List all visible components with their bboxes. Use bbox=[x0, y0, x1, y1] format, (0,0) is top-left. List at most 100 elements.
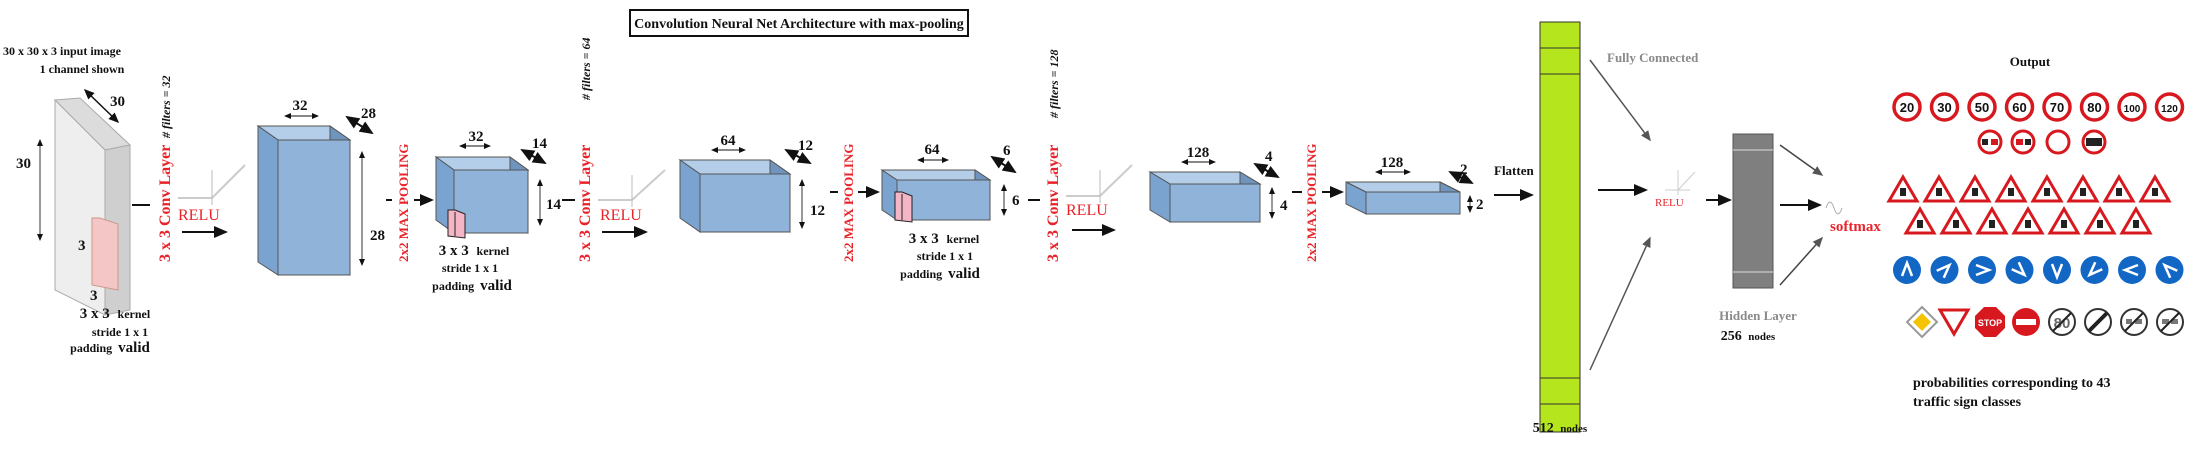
pool-layer-3: 2x2 MAX POOLING bbox=[1292, 144, 1344, 262]
no-passing-sign-icon bbox=[1977, 129, 2003, 155]
warning-sign-icon bbox=[2138, 174, 2172, 203]
input-padding: padding valid bbox=[70, 340, 150, 356]
feature-map-5: 128 4 4 bbox=[1148, 145, 1288, 223]
mandatory-direction-sign-icon bbox=[2155, 256, 2184, 284]
conv2-label: 3 x 3 Conv Layer bbox=[577, 145, 594, 262]
fm3-depth: 12 bbox=[798, 138, 813, 154]
priority-road-sign-icon bbox=[1905, 305, 1939, 339]
kernel-note-1-padding: padding valid bbox=[432, 278, 512, 294]
mandatory-direction-sign-icon bbox=[2043, 256, 2071, 284]
conv-layer-3: 3 x 3 Conv Layer # filters = 128 RELU bbox=[1028, 49, 1133, 262]
speed-limit-sign-icon: 100 bbox=[2117, 92, 2147, 122]
title-box: Convolution Neural Net Architecture with… bbox=[629, 9, 969, 37]
conv1-relu: RELU bbox=[178, 207, 220, 224]
warning-sign-icon bbox=[2011, 206, 2045, 235]
speed-limit-sign-icon: 20 bbox=[1892, 92, 1922, 122]
output-caption-line2: traffic sign classes bbox=[1913, 395, 2022, 410]
speed-limit-value: 100 bbox=[2124, 104, 2141, 115]
warning-sign-icon bbox=[1903, 206, 1937, 235]
stop-sign-text: STOP bbox=[1978, 318, 2002, 328]
kernel-note-1-stride: stride 1 x 1 bbox=[442, 261, 498, 275]
mandatory-direction-sign-icon bbox=[1968, 256, 1996, 284]
fm5-width: 128 bbox=[1187, 145, 1210, 161]
kernel-note-2-padding: padding valid bbox=[900, 266, 980, 282]
fm4-width: 64 bbox=[925, 142, 941, 158]
warning-sign-icon bbox=[1939, 206, 1973, 235]
speed-limit-sign-icon: 70 bbox=[2042, 92, 2072, 122]
fm2-depth: 14 bbox=[532, 136, 548, 152]
conv3-label: 3 x 3 Conv Layer bbox=[1045, 145, 1062, 262]
restriction-row bbox=[1977, 129, 2107, 155]
fc-label: Fully Connected bbox=[1607, 50, 1699, 65]
kernel-note-2-stride: stride 1 x 1 bbox=[917, 249, 973, 263]
mandatory-direction-sign-icon bbox=[1893, 256, 1921, 284]
fm3-width: 64 bbox=[721, 133, 737, 149]
warning-sign-icon bbox=[2083, 206, 2117, 235]
input-dim-width: 30 bbox=[110, 94, 125, 110]
pool-layer-1: 2x2 MAX POOLING bbox=[386, 144, 434, 262]
kernel-note-2: 3 x 3 kernel bbox=[909, 231, 980, 247]
fc-relu: RELU bbox=[1655, 197, 1684, 209]
warning-sign-icon bbox=[1975, 206, 2009, 235]
no-entry-sign-icon bbox=[2012, 308, 2040, 336]
kernel-dim-h: 3 bbox=[78, 238, 86, 254]
conv-layer-2: 3 x 3 Conv Layer # filters = 64 RELU bbox=[562, 37, 666, 262]
warning-sign-icon bbox=[1958, 174, 1992, 203]
speed-limit-value: 70 bbox=[2050, 100, 2064, 115]
fm5-height: 4 bbox=[1280, 198, 1288, 214]
mandatory-direction-sign-icon bbox=[2080, 256, 2109, 284]
speed-limit-value: 20 bbox=[1900, 100, 1914, 115]
input-image: 30 x 30 x 3 input image 1 channel shown … bbox=[3, 44, 151, 356]
conv3-filters: # filters = 128 bbox=[1047, 49, 1061, 119]
end-no-passing-trucks-sign-icon bbox=[2156, 308, 2184, 336]
conv1-label: 3 x 3 Conv Layer bbox=[157, 145, 174, 262]
pool2-label: 2x2 MAX POOLING bbox=[841, 144, 856, 262]
kernel-note-1: 3 x 3 kernel bbox=[439, 243, 510, 259]
conv2-relu: RELU bbox=[600, 207, 642, 224]
flatten-stage: Flatten 512 nodes bbox=[1494, 21, 1588, 436]
speed-limit-sign-icon: 30 bbox=[1929, 92, 1960, 122]
mandatory-direction-sign-icon bbox=[1930, 256, 1959, 284]
conv3-relu: RELU bbox=[1066, 202, 1108, 219]
fm5-depth: 4 bbox=[1265, 149, 1273, 165]
fm6-height: 2 bbox=[1476, 197, 1484, 213]
input-line1: 30 x 30 x 3 input image bbox=[3, 44, 122, 58]
conv1-filters: # filters = 32 bbox=[159, 75, 173, 139]
softmax-label: softmax bbox=[1830, 219, 1881, 235]
stop-sign-icon: STOP bbox=[1975, 307, 2005, 337]
warning-sign-icon bbox=[2030, 174, 2064, 203]
mandatory-direction-sign-icon bbox=[2118, 256, 2146, 284]
output-caption-line1: probabilities corresponding to 43 bbox=[1913, 376, 2110, 391]
warning-sign-icon bbox=[2066, 174, 2100, 203]
fm2-height: 14 bbox=[546, 197, 562, 213]
yield-sign-icon bbox=[1937, 308, 1971, 337]
conv2-filters: # filters = 64 bbox=[579, 37, 593, 101]
speed-limit-value: 60 bbox=[2012, 100, 2026, 115]
speed-limit-sign-icon: 60 bbox=[2004, 92, 2035, 122]
warning-sign-icon bbox=[2047, 206, 2081, 235]
fully-connected-stage: Fully Connected RELU bbox=[1589, 50, 1732, 371]
flatten-label: Flatten bbox=[1494, 163, 1534, 178]
flatten-nodes: 512 nodes bbox=[1533, 421, 1588, 436]
end-no-passing-sign-icon bbox=[2120, 308, 2148, 336]
input-kernel-note: 3 x 3 kernel bbox=[80, 306, 151, 322]
speed-limit-sign-icon: 80 bbox=[2079, 92, 2110, 122]
fm6-width: 128 bbox=[1381, 155, 1404, 171]
hidden-layer: Hidden Layer 256 nodes softmax bbox=[1719, 133, 1881, 344]
feature-map-2: 32 14 14 3 x 3 kernel stride 1 x 1 paddi… bbox=[432, 129, 561, 294]
fm2-width: 32 bbox=[469, 129, 484, 145]
end-speed-limit-sign-icon: 80 bbox=[2048, 308, 2076, 336]
diagram-title: Convolution Neural Net Architecture with… bbox=[634, 17, 964, 32]
output-title: Output bbox=[2010, 54, 2051, 69]
fm1-width: 32 bbox=[293, 98, 308, 114]
pool3-label: 2x2 MAX POOLING bbox=[1304, 144, 1319, 262]
speed-limit-value: 50 bbox=[1975, 100, 1989, 115]
hidden-layer-label: Hidden Layer bbox=[1719, 308, 1797, 323]
speed-limit-value: 80 bbox=[2087, 100, 2101, 115]
end-speed-limit-text: 80 bbox=[2054, 315, 2071, 332]
mandatory-direction-sign-icon bbox=[2005, 256, 2034, 284]
no-vehicles-sign-icon bbox=[2045, 129, 2071, 155]
kernel-dim-w: 3 bbox=[90, 288, 98, 304]
